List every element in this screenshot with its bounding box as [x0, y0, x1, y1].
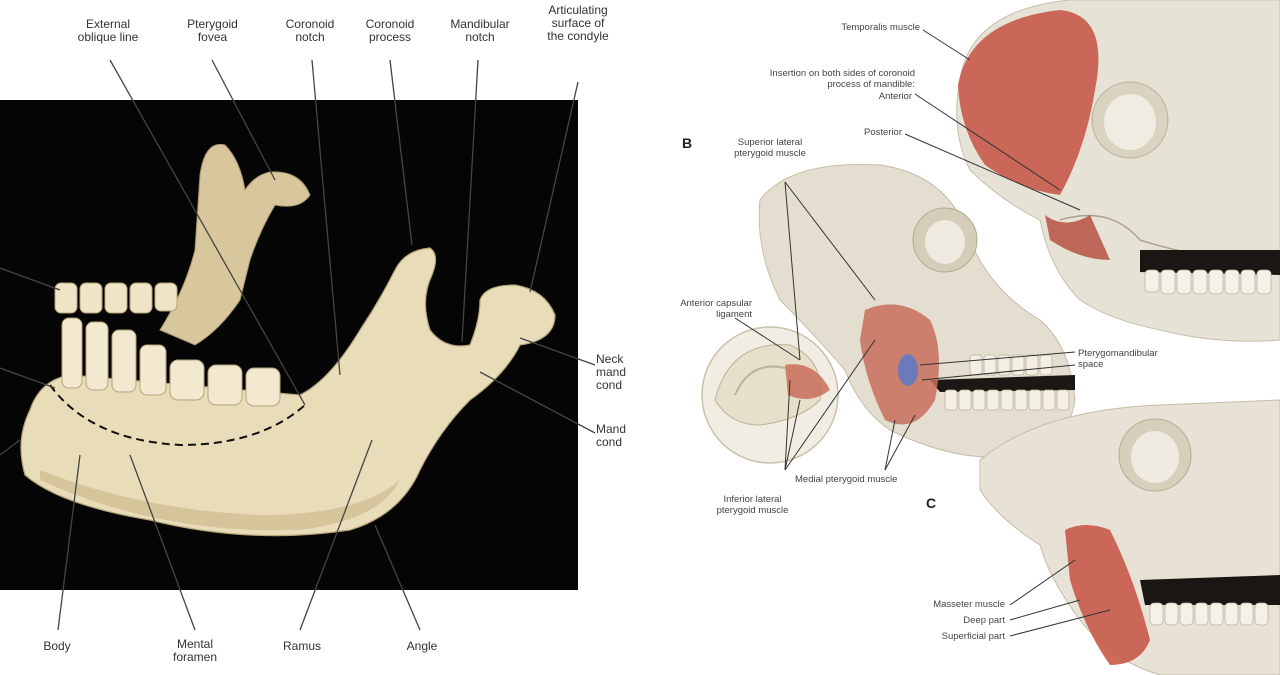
label-insertion: Insertion on both sides of coronoid proc…: [769, 68, 915, 90]
label-masseter-muscle: Masseter muscle: [933, 599, 1005, 610]
label-anterior: Anterior: [878, 91, 912, 102]
label-anterior-capsular-ligament: Anterior capsular ligament: [680, 298, 752, 320]
label-articulating-surface: Articulating surface of the condyle: [547, 3, 609, 43]
label-inferior-lateral-pterygoid: Inferior lateral pterygoid muscle: [716, 494, 789, 516]
label-angle: Angle: [406, 639, 438, 653]
label-superficial-part: Superficial part: [941, 631, 1005, 642]
near-mandible: [20, 247, 556, 537]
near-teeth: [61, 317, 281, 407]
label-deep-part: Deep part: [963, 615, 1005, 626]
label-temporalis-muscle: Temporalis muscle: [841, 22, 920, 33]
leader-lines: [0, 59, 596, 631]
skull-a: [956, 0, 1280, 342]
label-mandibular-condyle: Mand cond: [596, 422, 627, 449]
label-pterygoid-fovea: Pterygoid fovea: [187, 17, 238, 44]
muscle-illustration: [701, 0, 1280, 675]
panel-label-b: B: [682, 135, 693, 151]
muscles-figure: B C Temporalis muscle Insertion on both …: [640, 0, 1280, 675]
label-posterior: Posterior: [863, 127, 902, 138]
mandible-illustration: [0, 59, 596, 631]
label-neck-of-condyle: Neck mand cond: [596, 352, 627, 392]
label-body: Body: [43, 639, 71, 653]
skull-b: [701, 163, 1076, 464]
label-mandibular-notch: Mandibular notch: [450, 17, 510, 44]
leader-lines: [734, 29, 1111, 637]
far-teeth: [54, 282, 178, 314]
label-external-oblique-line: External oblique line: [77, 17, 139, 44]
label-pterygomandibular-space: Pterygomandibular space: [1078, 348, 1158, 370]
label-coronoid-process: Coronoid process: [365, 17, 415, 44]
label-superior-lateral-pterygoid: Superior lateral pterygoid muscle: [734, 137, 806, 159]
label-medial-pterygoid: Medial pterygoid muscle: [795, 474, 898, 485]
far-ramus: [159, 143, 311, 346]
label-mental-foramen: Mental foramen: [172, 637, 218, 664]
mandible-figure: External oblique line Pterygoid fovea Co…: [0, 3, 627, 664]
panel-label-c: C: [926, 495, 937, 511]
temporalis-muscle: [958, 10, 1099, 195]
label-coronoid-notch: Coronoid notch: [285, 17, 335, 44]
dashed-line: [49, 384, 306, 447]
masseter-muscle: [1065, 525, 1150, 665]
label-ramus: Ramus: [282, 639, 321, 653]
skull-c: [979, 399, 1280, 675]
mandible-shadow: [40, 470, 400, 531]
